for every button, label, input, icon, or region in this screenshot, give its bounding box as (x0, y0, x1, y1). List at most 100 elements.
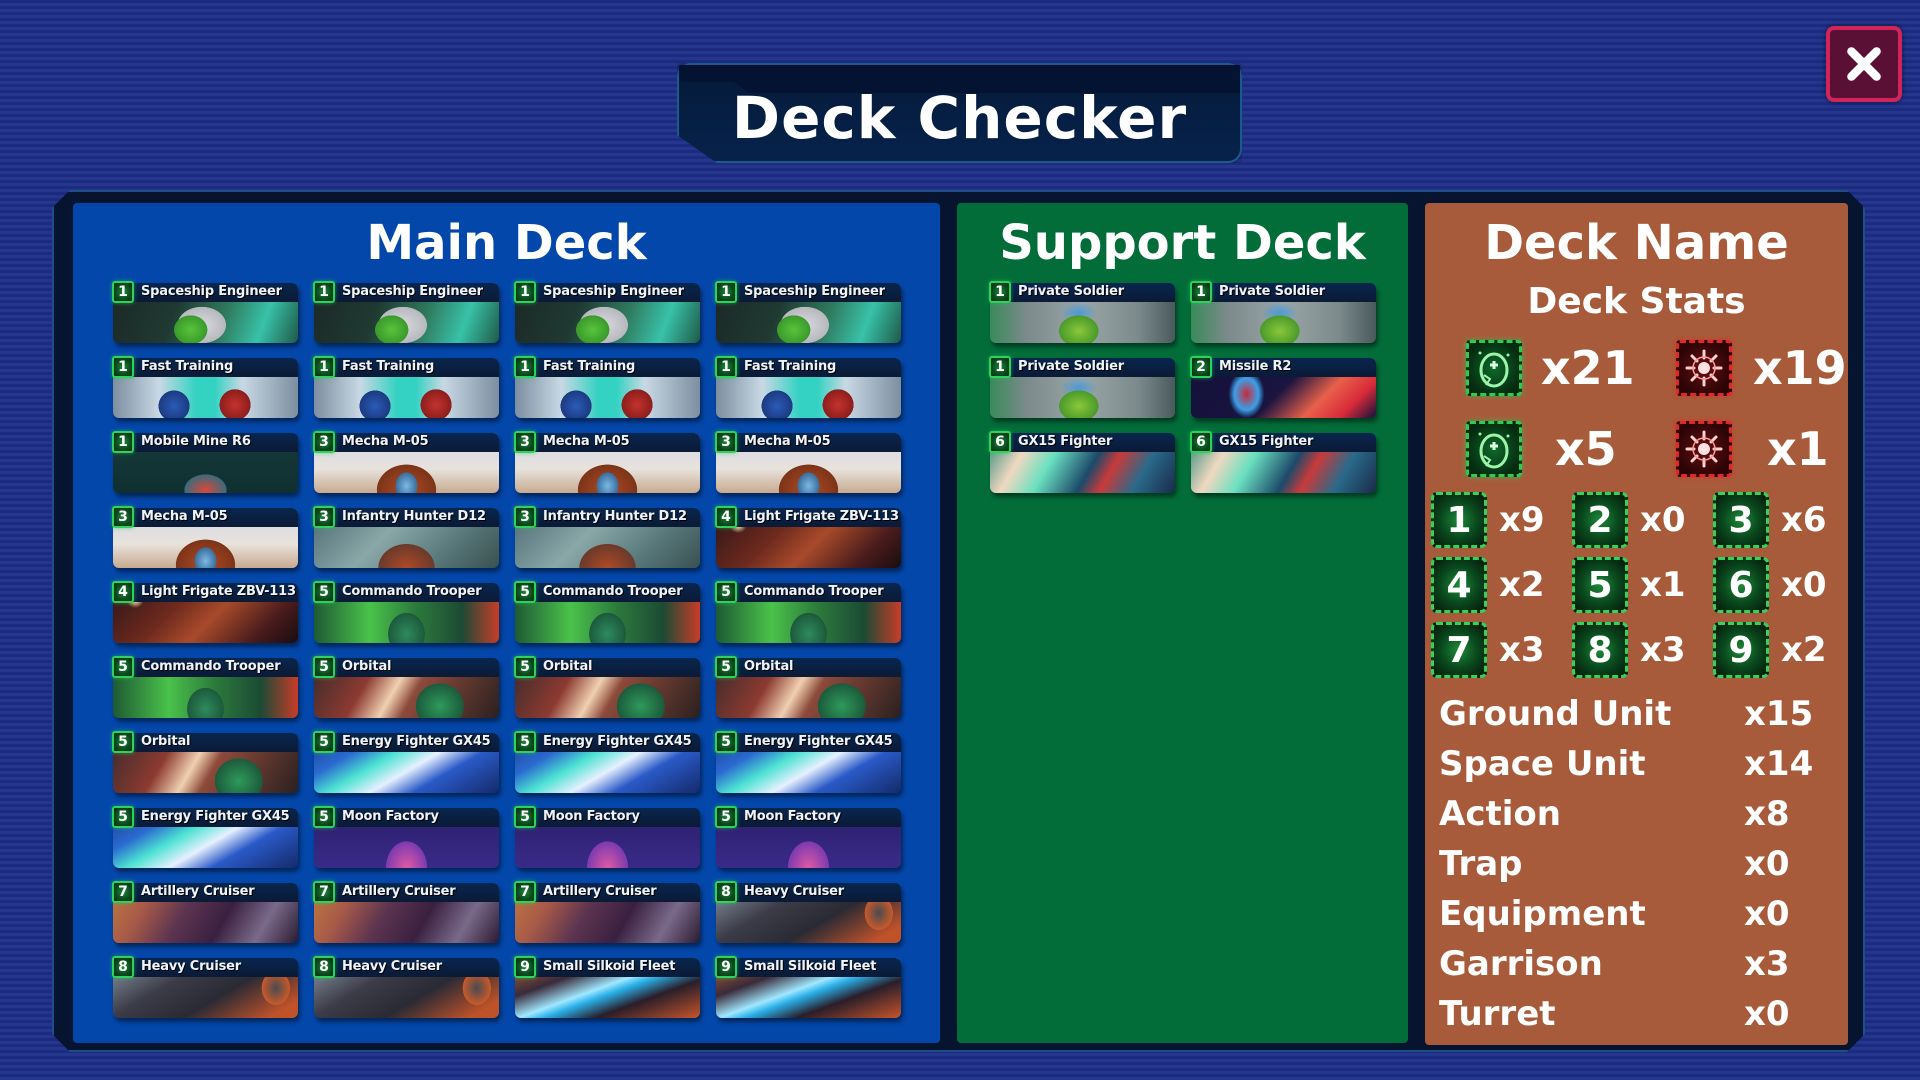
title-plate: Deck Checker (677, 63, 1242, 163)
card-name: Spaceship Engineer (543, 284, 684, 299)
card[interactable]: Heavy Cruiser 8 (112, 956, 298, 1018)
card-cost-badge: 6 (989, 431, 1011, 453)
card-name: Fast Training (141, 359, 234, 374)
card-cost-badge: 1 (514, 356, 536, 378)
card-name: Mecha M-05 (744, 434, 831, 449)
card-type-label: Action (1439, 794, 1561, 834)
card-name: Small Silkoid Fleet (543, 959, 676, 974)
cost-level-icon: 6 (1713, 557, 1769, 613)
card-name: Orbital (543, 659, 593, 674)
card-name: Orbital (744, 659, 794, 674)
faction-green-main-count: x21 (1541, 341, 1635, 395)
cost-level-count: x3 (1640, 630, 1686, 670)
card-header (113, 433, 298, 452)
card-name: Commando Trooper (543, 584, 683, 599)
card-header (314, 883, 499, 902)
card-header (1191, 433, 1376, 452)
card-cost-badge: 7 (112, 881, 134, 903)
card-name: Heavy Cruiser (141, 959, 241, 974)
card-cost-badge: 5 (514, 806, 536, 828)
card-type-count: x0 (1744, 994, 1790, 1034)
card-cost-badge: 1 (313, 356, 335, 378)
card-cost-badge: 5 (715, 581, 737, 603)
card-cost-badge: 5 (112, 731, 134, 753)
card-header (113, 508, 298, 527)
card-header (113, 358, 298, 377)
card-header (716, 583, 901, 602)
main-deck-title: Main Deck (366, 215, 647, 271)
card-header (314, 808, 499, 827)
card-cost-badge: 3 (313, 431, 335, 453)
cost-level-count: x6 (1781, 500, 1827, 540)
card-name: Artillery Cruiser (342, 884, 456, 899)
card-name: Spaceship Engineer (744, 284, 885, 299)
card-header (716, 958, 901, 977)
card-cost-badge: 7 (514, 881, 536, 903)
card-cost-badge: 9 (715, 956, 737, 978)
card-header (314, 283, 499, 302)
card-header (716, 283, 901, 302)
card-cost-badge: 6 (1190, 431, 1212, 453)
card[interactable]: Mecha M-05 3 (715, 431, 901, 493)
card-name: Small Silkoid Fleet (744, 959, 877, 974)
card-cost-badge: 3 (715, 431, 737, 453)
card[interactable]: Small Silkoid Fleet 9 (715, 956, 901, 1018)
card-header (716, 358, 901, 377)
green-egg-faction-icon (1466, 421, 1522, 477)
card-cost-badge: 8 (112, 956, 134, 978)
card-header (113, 583, 298, 602)
card-header (113, 958, 298, 977)
card-name: Energy Fighter GX45 (141, 809, 290, 824)
cost-level-count: x2 (1781, 630, 1827, 670)
card-cost-badge: 2 (1190, 356, 1212, 378)
card-type-label: Turret (1439, 994, 1556, 1034)
close-button[interactable] (1826, 26, 1902, 102)
card-cost-badge: 1 (715, 356, 737, 378)
